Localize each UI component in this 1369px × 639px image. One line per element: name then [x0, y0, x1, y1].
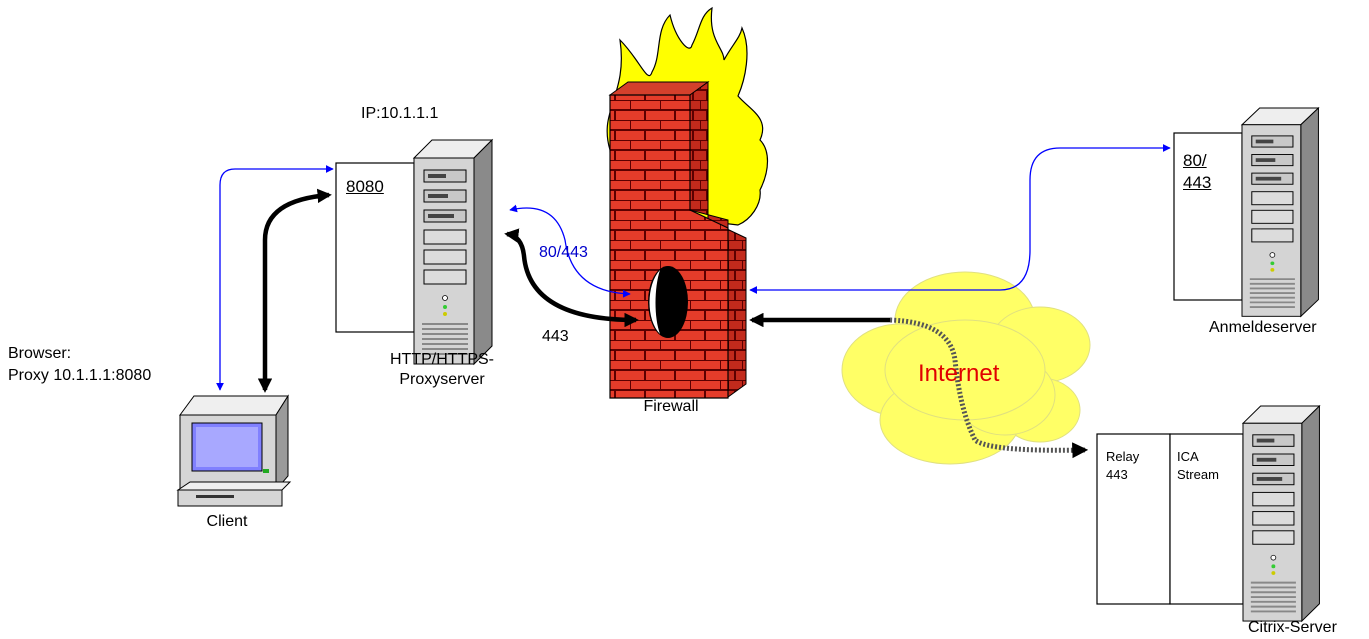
- proxy-port-label: 8080: [346, 177, 384, 196]
- proxy-name-line2: Proxyserver: [399, 371, 485, 388]
- relay-label-line2: 443: [1106, 467, 1128, 482]
- internet-cloud: [841, 271, 1091, 465]
- port-443-label: 443: [542, 328, 569, 345]
- client-computer: [176, 394, 292, 507]
- browser-label-line2: Proxy 10.1.1.1:8080: [8, 367, 152, 384]
- proxy-name-line1: HTTP/HTTPS-: [390, 351, 494, 368]
- firewall-label: Firewall: [643, 398, 699, 415]
- anmeldeserver: [1173, 107, 1320, 318]
- anmelde-port-line2: 443: [1183, 173, 1212, 192]
- relay-label-line1: Relay: [1106, 449, 1140, 464]
- proxy-ip-label: IP:10.1.1.1: [361, 105, 439, 122]
- client-label: Client: [206, 513, 248, 530]
- port-80-443-label: 80/443: [539, 244, 588, 261]
- anmelde-port-line1: 80/: [1183, 151, 1207, 170]
- citrix-server: [1096, 405, 1321, 623]
- proxy-server: [335, 139, 493, 365]
- anmeldeserver-label: Anmeldeserver: [1209, 319, 1317, 336]
- internet-label: Internet: [918, 360, 1000, 387]
- internet-tunnel: [889, 317, 1089, 459]
- ica-label-line2: Stream: [1177, 467, 1219, 482]
- ica-label-line1: ICA: [1177, 449, 1199, 464]
- black-connections: [257, 188, 890, 393]
- firewall: [608, 81, 747, 399]
- browser-label-line1: Browser:: [8, 345, 72, 362]
- citrix-server-label: Citrix-Server: [1248, 619, 1337, 636]
